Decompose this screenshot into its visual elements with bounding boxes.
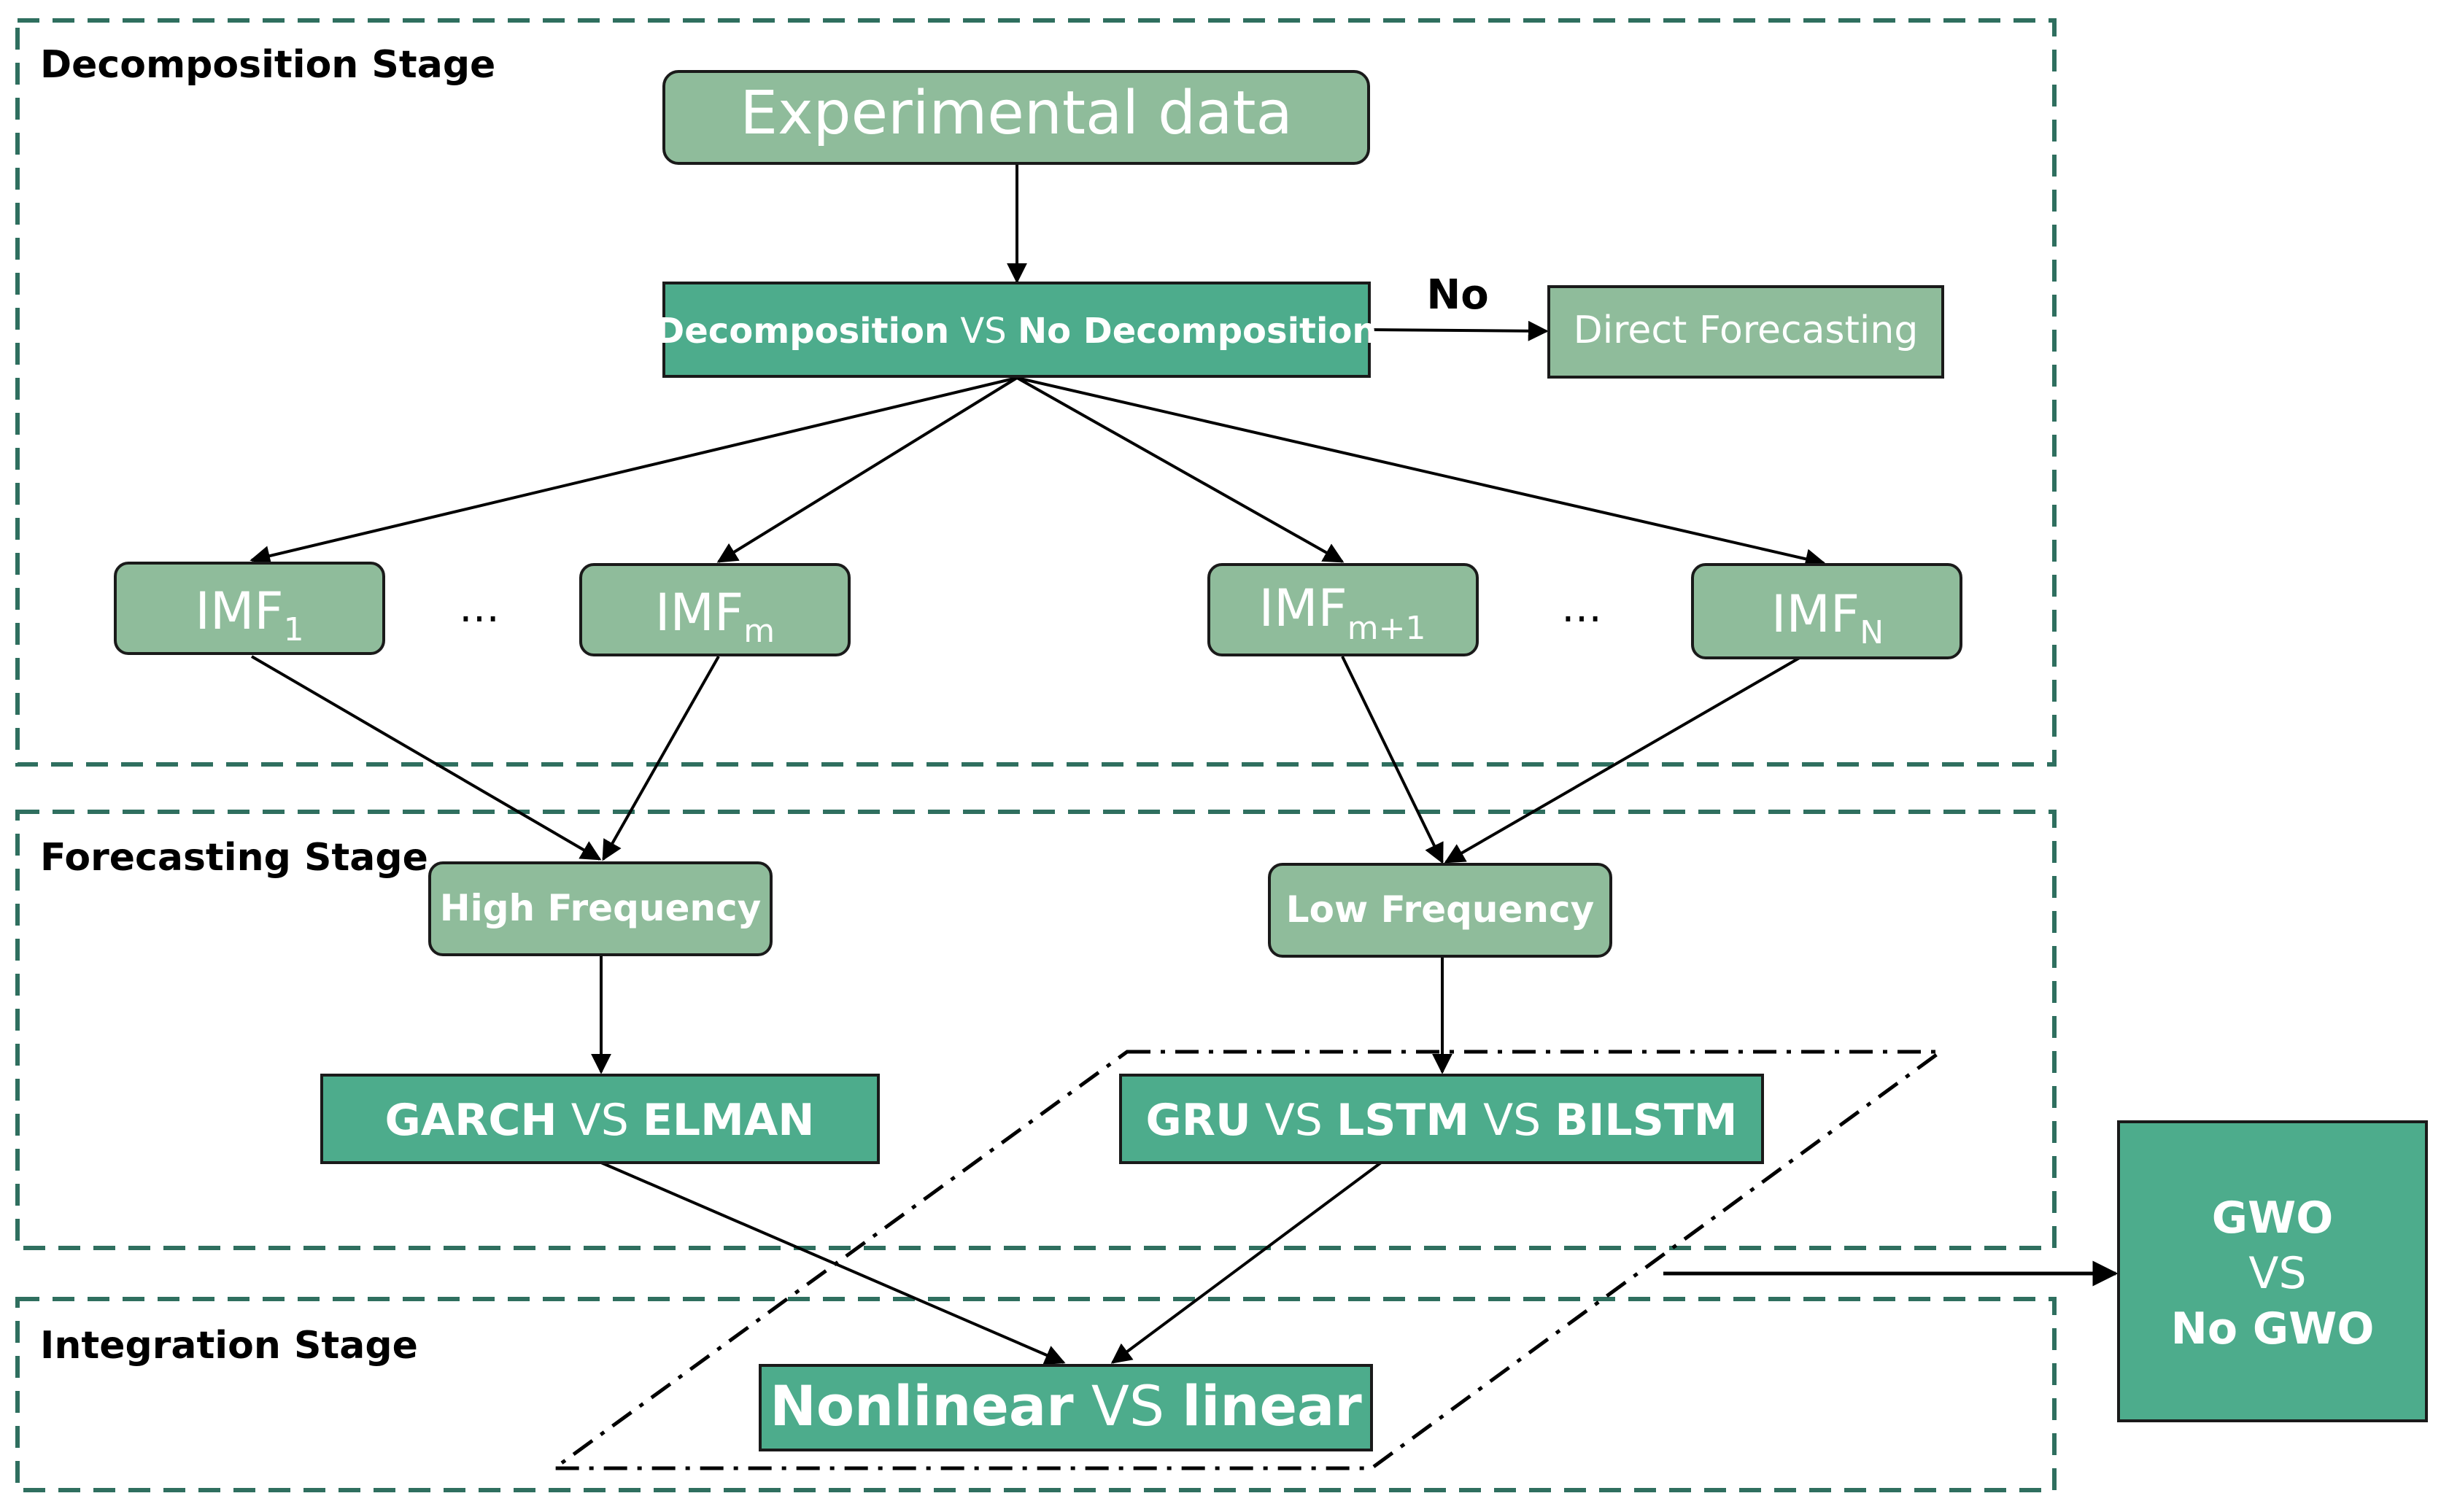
- experimental-data-box: [662, 70, 1370, 165]
- gru-lstm-bilstm-box: [1119, 1074, 1764, 1164]
- integration-stage-label: Integration Stage: [40, 1324, 418, 1368]
- low-frequency-label: Low Frequency: [1286, 888, 1594, 931]
- arrow-decomp-to-imfn: [1016, 376, 1826, 570]
- gwo-scope-outline: [549, 1050, 1946, 1470]
- imf-m1-box: [1207, 563, 1479, 656]
- nonlinear-linear-label: Nonlinear VS linear: [770, 1373, 1362, 1438]
- arrow-imfm-to-high: [602, 656, 720, 861]
- low-frequency-box: [1268, 863, 1612, 958]
- arrow-decomp-to-imfm1: [1016, 376, 1345, 563]
- arrow-decomp-to-imfm: [716, 376, 1018, 563]
- direct-forecasting-label: Direct Forecasting: [1574, 309, 1919, 352]
- gwo-label: GWO: [2212, 1193, 2333, 1244]
- arrow-imfn-to-low: [1444, 655, 1803, 864]
- nonlinear-linear-box: [759, 1364, 1373, 1451]
- gru-lstm-bilstm-label: GRU VS LSTM VS BILSTM: [1146, 1095, 1738, 1146]
- imf-m1-label: IMFm+1: [1258, 578, 1425, 647]
- integration-stage-border: [15, 1297, 2057, 1492]
- forecasting-stage-label: Forecasting Stage: [40, 836, 428, 880]
- imf-n-label: IMFN: [1771, 584, 1884, 651]
- imf-m-label: IMFm: [655, 583, 775, 650]
- high-frequency-box: [428, 861, 773, 956]
- forecasting-stage-border: [15, 810, 2057, 1250]
- garch-elman-label: GARCH VS ELMAN: [385, 1095, 815, 1146]
- arrow-gru-to-nonlinear: [1110, 1161, 1382, 1364]
- arrow-decomp-to-direct: [1369, 320, 1549, 341]
- experimental-data-label: Experimental data: [740, 79, 1293, 148]
- decomposition-choice-label: Decomposition VS No Decomposition: [655, 311, 1377, 352]
- garch-elman-box: [320, 1074, 880, 1164]
- arrow-imf1-to-high: [250, 655, 602, 861]
- arrow-decomp-to-imf1: [249, 376, 1018, 566]
- high-frequency-label: High Frequency: [440, 887, 761, 929]
- imf-1-label: IMF1: [195, 581, 303, 648]
- arrow-garch-to-nonlinear: [600, 1161, 1066, 1365]
- imf-1-box: [114, 562, 385, 655]
- decomposition-choice-box: [662, 282, 1371, 378]
- arrow-imfm1-to-low: [1341, 656, 1444, 864]
- no-branch-label: No: [1426, 271, 1488, 319]
- decomposition-stage-label: Decomposition Stage: [40, 43, 495, 87]
- ellipsis-left: …: [459, 584, 500, 632]
- no-gwo-label: No GWO: [2171, 1303, 2375, 1354]
- gwo-box: [2117, 1120, 2428, 1422]
- decomposition-stage-border: [15, 18, 2057, 767]
- gwo-vs-label: VS: [2248, 1248, 2306, 1299]
- imf-n-box: [1691, 563, 1962, 659]
- ellipsis-right: …: [1561, 584, 1602, 632]
- imf-m-box: [579, 563, 851, 656]
- direct-forecasting-box: [1547, 285, 1944, 379]
